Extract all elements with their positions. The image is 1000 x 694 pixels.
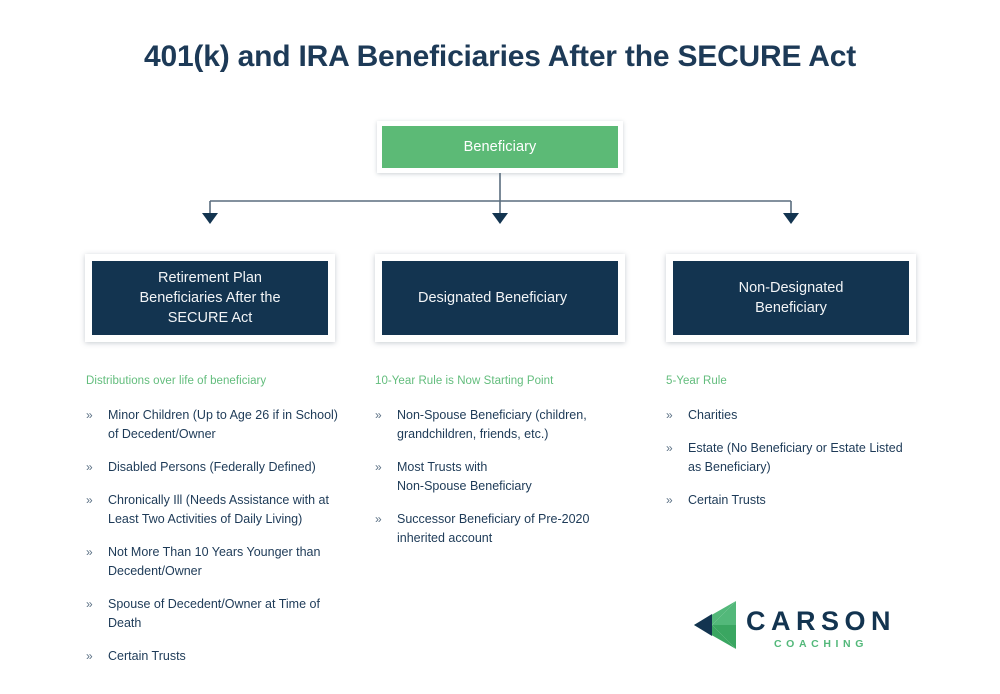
category-box-fill: Designated Beneficiary: [382, 261, 618, 335]
category-box-non-designated-beneficiary: Non-Designated Beneficiary: [666, 254, 916, 342]
bullet-list: » Minor Children (Up to Age 26 if in Sch…: [86, 406, 348, 666]
category-box-designated-beneficiary: Designated Beneficiary: [375, 254, 625, 342]
carson-chevron-mark-icon: [694, 601, 736, 649]
category-box-label: Non-Designated Beneficiary: [738, 280, 844, 316]
category-box-fill: Non-Designated Beneficiary: [673, 261, 909, 335]
arrowhead-left-icon: [202, 213, 218, 224]
list-item: » Disabled Persons (Federally Defined): [86, 458, 348, 477]
logo-wordmark: CARSON: [746, 606, 897, 636]
column-designated-beneficiary: 10-Year Rule is Now Starting Point » Non…: [375, 375, 615, 562]
column-non-designated-beneficiary: 5-Year Rule » Charities » Estate (No Ben…: [666, 375, 916, 524]
chevron-bullet-icon: »: [375, 460, 382, 474]
chevron-bullet-icon: »: [375, 512, 382, 526]
chevron-bullet-icon: »: [666, 493, 673, 507]
arrowhead-right-icon: [783, 213, 799, 224]
list-item: » Successor Beneficiary of Pre-2020 inhe…: [375, 510, 615, 548]
root-node-label: Beneficiary: [463, 139, 537, 155]
category-box-retirement-plan-beneficiaries: Retirement Plan Beneficiaries After the …: [85, 254, 335, 342]
chevron-bullet-icon: »: [86, 649, 93, 663]
column-subheading: Distributions over life of beneficiary: [86, 375, 267, 387]
chevron-bullet-icon: »: [86, 493, 93, 507]
column-subheading: 5-Year Rule: [666, 375, 727, 387]
category-box-label: Retirement Plan Beneficiaries After the …: [139, 270, 281, 326]
arrowhead-center-icon: [492, 213, 508, 224]
list-item-text: Estate (No Beneficiary or Estate Listed …: [688, 441, 903, 474]
chevron-bullet-icon: »: [86, 545, 93, 559]
list-item: » Charities: [666, 406, 916, 425]
chevron-bullet-icon: »: [375, 408, 382, 422]
list-item-text: Successor Beneficiary of Pre-2020 inheri…: [397, 512, 590, 545]
chevron-bullet-icon: »: [86, 460, 93, 474]
chevron-bullet-icon: »: [86, 408, 93, 422]
column-retirement-plan-beneficiaries: Distributions over life of beneficiary »…: [86, 375, 348, 680]
list-item: » Estate (No Beneficiary or Estate Liste…: [666, 439, 916, 477]
list-item-text: Not More Than 10 Years Younger than Dece…: [108, 545, 321, 578]
list-item: » Certain Trusts: [86, 647, 348, 666]
chevron-bullet-icon: »: [666, 441, 673, 455]
root-node-fill: Beneficiary: [382, 126, 618, 168]
connector-lines: [202, 173, 799, 224]
chevron-bullet-icon: »: [666, 408, 673, 422]
category-box-fill: Retirement Plan Beneficiaries After the …: [92, 261, 328, 335]
list-item-text: Disabled Persons (Federally Defined): [108, 460, 316, 474]
root-node-beneficiary: Beneficiary: [377, 121, 623, 173]
list-item: » Minor Children (Up to Age 26 if in Sch…: [86, 406, 348, 444]
bullet-list: » Non-Spouse Beneficiary (children, gran…: [375, 406, 615, 548]
list-item-text: Spouse of Decedent/Owner at Time of Deat…: [108, 597, 320, 630]
list-item-text: Chronically Ill (Needs Assistance with a…: [108, 493, 329, 526]
list-item-text: Certain Trusts: [688, 493, 766, 507]
chevron-bullet-icon: »: [86, 597, 93, 611]
carson-coaching-logo: CARSON COACHING: [690, 600, 891, 658]
list-item: » Non-Spouse Beneficiary (children, gran…: [375, 406, 615, 444]
list-item-text: Certain Trusts: [108, 649, 186, 663]
category-box-label: Designated Beneficiary: [418, 290, 568, 306]
list-item-text: Non-Spouse Beneficiary (children, grandc…: [397, 408, 587, 441]
bullet-list: » Charities » Estate (No Beneficiary or …: [666, 406, 916, 510]
list-item: » Most Trusts with Non-Spouse Beneficiar…: [375, 458, 615, 496]
column-subheading: 10-Year Rule is Now Starting Point: [375, 375, 554, 387]
list-item: » Chronically Ill (Needs Assistance with…: [86, 491, 348, 529]
list-item: » Certain Trusts: [666, 491, 916, 510]
list-item: » Spouse of Decedent/Owner at Time of De…: [86, 595, 348, 633]
list-item: » Not More Than 10 Years Younger than De…: [86, 543, 348, 581]
list-item-text: Most Trusts with Non-Spouse Beneficiary: [397, 460, 532, 493]
list-item-text: Minor Children (Up to Age 26 if in Schoo…: [108, 408, 338, 441]
page-title: 401(k) and IRA Beneficiaries After the S…: [143, 40, 857, 73]
logo-subword: COACHING: [774, 638, 868, 650]
list-item-text: Charities: [688, 408, 738, 422]
